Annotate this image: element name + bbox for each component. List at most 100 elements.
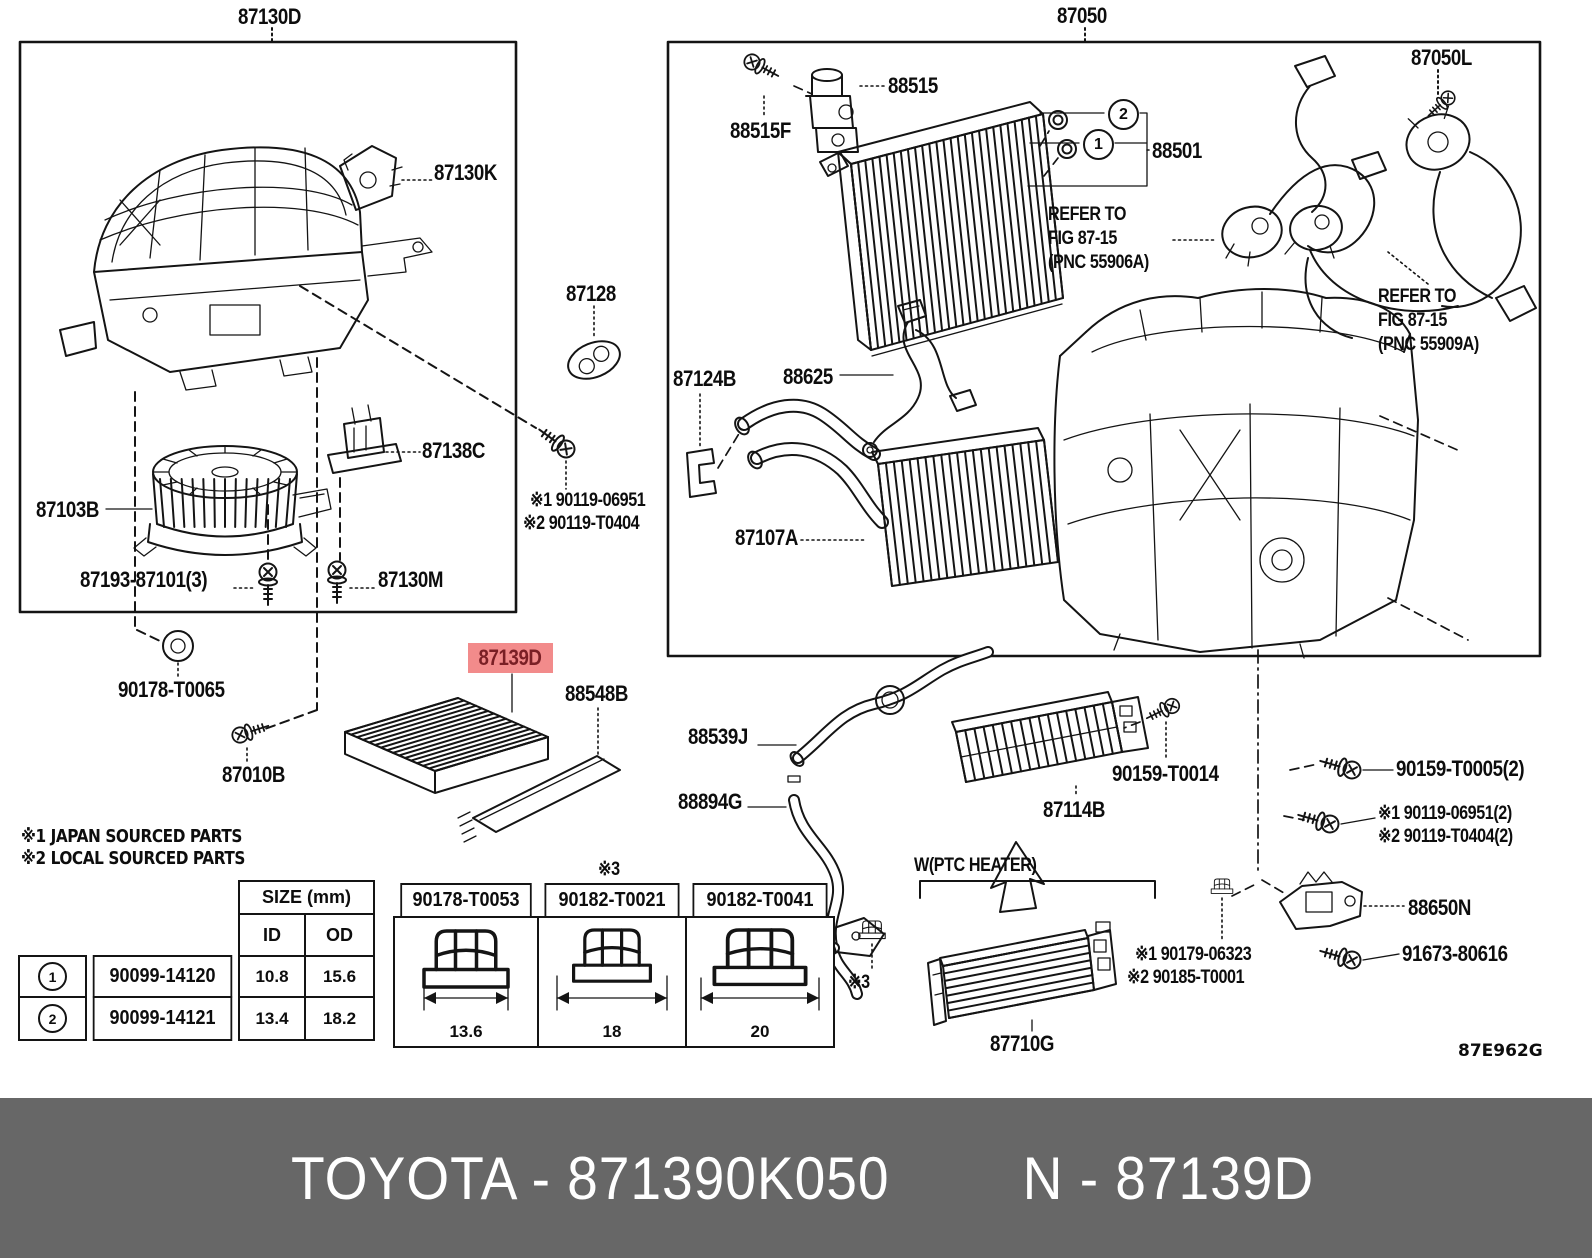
note-90185-t0001: ※2 90185-T0001 <box>1127 967 1245 988</box>
nut-90179-drawing <box>1210 878 1257 943</box>
part-label-87193[interactable]: 87193-87101(3) <box>80 567 208 592</box>
size-row1-part[interactable]: 90099-14120 <box>92 955 233 998</box>
part-label-87710g[interactable]: 87710G <box>990 1031 1055 1056</box>
part-label-88625[interactable]: 88625 <box>783 364 833 389</box>
size-table-header: SIZE (mm) <box>238 880 375 915</box>
nut-dim-1: 13.6 <box>449 1022 483 1041</box>
part-label-87050l[interactable]: 87050L <box>1411 45 1472 70</box>
screw-90119b-drawing <box>1294 805 1376 836</box>
part-label-87050[interactable]: 87050 <box>1057 3 1107 28</box>
blower-motor-drawing <box>105 445 332 557</box>
nut-dim-2: 18 <box>602 1022 622 1041</box>
water-hose-88539j-drawing <box>757 646 994 767</box>
screw-87130m-drawing <box>327 560 377 604</box>
part-label-88650n[interactable]: 88650N <box>1408 895 1471 920</box>
clamp-87124b-drawing <box>686 393 741 498</box>
callout-circle-1[interactable]: 1 <box>1083 129 1114 160</box>
part-label-88501[interactable]: 88501 <box>1152 138 1202 163</box>
part-label-87107a[interactable]: 87107A <box>735 525 798 550</box>
circled-2: 2 <box>38 1004 67 1033</box>
expansion-valve-drawing <box>805 68 885 153</box>
bracket-88650n-drawing <box>1279 871 1405 930</box>
label-wptc-heater: W(PTC HEATER) <box>914 855 1037 876</box>
bolt-88515f-drawing <box>740 50 813 118</box>
note-90119-06951: ※1 90119-06951 <box>530 490 646 511</box>
filter-frame-drawing <box>457 707 621 843</box>
note-90119-t0404: ※2 90119-T0404 <box>523 513 640 534</box>
refer-note-55909a: REFER TO FIG 87-15 (PNC 55909A) <box>1378 286 1479 355</box>
circled-1: 1 <box>38 962 67 991</box>
nut-col1-part[interactable]: 90178-T0053 <box>400 883 532 918</box>
part-label-90178t0065[interactable]: 90178-T0065 <box>118 677 225 702</box>
size-row2-id: 13.4 <box>238 996 306 1041</box>
banner-ref-number: N - 87139D <box>1023 1144 1315 1212</box>
screw-90159t0005-drawing <box>1316 751 1394 782</box>
note-90119-t0404-2: ※2 90119-T0404(2) <box>1378 826 1513 847</box>
part-label-88515f[interactable]: 88515F <box>730 118 791 143</box>
part-label-87124b[interactable]: 87124B <box>673 366 736 391</box>
nut-col3-part[interactable]: 90182-T0041 <box>692 883 828 918</box>
callout-circle-2[interactable]: 2 <box>1108 99 1139 130</box>
ptc-heater-87710g-drawing <box>919 880 1156 1032</box>
part-label-87138c[interactable]: 87138C <box>422 438 485 463</box>
note-90119-06951-2: ※1 90119-06951(2) <box>1378 803 1512 824</box>
part-label-88548b[interactable]: 88548B <box>565 681 628 706</box>
size-row1-id: 10.8 <box>238 955 306 998</box>
screw-90119-drawing <box>533 421 580 490</box>
note-90179-06323: ※1 90179-06323 <box>1135 944 1252 965</box>
note-local-sourced: ※2 LOCAL SOURCED PARTS <box>21 848 246 869</box>
part-label-87130k[interactable]: 87130K <box>434 160 497 185</box>
part-label-90159t0014[interactable]: 90159-T0014 <box>1112 761 1219 786</box>
resistor-87138c-drawing <box>327 404 421 474</box>
nut-star3-drawing <box>858 920 886 971</box>
thermistor-wire-drawing <box>839 299 977 458</box>
part-label-88894g[interactable]: 88894G <box>678 789 743 814</box>
nut-drawing-1 <box>422 929 510 1011</box>
heater-core-drawing <box>734 398 1059 587</box>
harness-drawing <box>1284 55 1537 339</box>
size-row2-no: 2 <box>18 996 87 1041</box>
nut-col2-part[interactable]: 90182-T0021 <box>544 883 680 918</box>
size-row2-od: 18.2 <box>304 996 375 1041</box>
bolt-87010b-drawing <box>229 717 272 762</box>
part-label-87130m[interactable]: 87130M <box>378 567 444 592</box>
note-star3-table: ※3 <box>598 859 620 880</box>
grommet-90178-drawing <box>162 630 194 677</box>
highlighted-part-text: 87139D <box>479 645 542 670</box>
nut-col1-cell: 13.6 <box>393 916 539 1048</box>
part-label-90159t0005[interactable]: 90159-T0005(2) <box>1396 756 1525 781</box>
part-label-87128[interactable]: 87128 <box>566 281 616 306</box>
part-label-91673[interactable]: 91673-80616 <box>1402 941 1508 966</box>
size-table-col-id: ID <box>238 913 306 957</box>
box-87130d <box>18 40 518 614</box>
figure-code: 87E962G <box>1458 1041 1543 1061</box>
evaporator-drawing <box>819 101 1064 357</box>
assembly-dashed-lines-left <box>134 285 537 731</box>
note-star3-nut: ※3 <box>848 972 870 993</box>
blower-housing-drawing <box>59 146 433 391</box>
grommet-87128-drawing <box>567 305 621 380</box>
size-row2-part[interactable]: 90099-14121 <box>92 996 233 1041</box>
nut-col2-cell: 18 <box>537 916 687 1048</box>
cabin-filter-drawing <box>344 673 549 794</box>
nut-drawing-2 <box>556 928 668 1011</box>
refer-note-55906a: REFER TO FIG 87-15 (PNC 55906A) <box>1048 204 1149 273</box>
part-label-87130d[interactable]: 87130D <box>238 4 301 29</box>
ptc-heater-87114b-drawing <box>951 691 1183 913</box>
nut-dim-3: 20 <box>750 1022 770 1041</box>
part-label-87114b[interactable]: 87114B <box>1043 797 1105 822</box>
part-label-87010b[interactable]: 87010B <box>222 762 285 787</box>
highlighted-part-87139d[interactable]: 87139D <box>468 643 553 673</box>
part-label-88539j[interactable]: 88539J <box>688 724 748 749</box>
part-label-88515[interactable]: 88515 <box>888 73 938 98</box>
footer-banner: TOYOTA - 871390K050 N - 87139D <box>0 1098 1592 1258</box>
part-label-87103b[interactable]: 87103B <box>36 497 99 522</box>
box-87050 <box>666 40 1542 658</box>
size-row1-no: 1 <box>18 955 87 998</box>
banner-part-number: TOYOTA - 871390K050 <box>290 1144 890 1212</box>
actuator-87130k-drawing <box>339 145 433 211</box>
nut-drawing-3 <box>700 928 820 1011</box>
note-japan-sourced: ※1 JAPAN SOURCED PARTS <box>21 826 242 847</box>
